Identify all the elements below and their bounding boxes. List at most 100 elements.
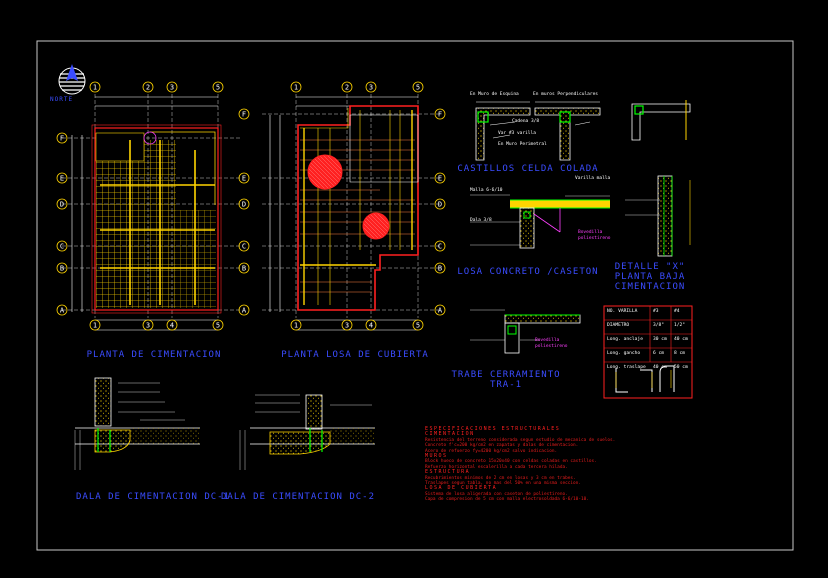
grid-bubble-p2-bottom-1-circle: [341, 319, 353, 331]
grid-bubble-p1-left-2-circle: [56, 198, 68, 210]
grid-bubble-p1-right-0-circle: [238, 108, 250, 120]
grid-bubble-p2-right-0-circle: [434, 108, 446, 120]
grid-bubble-p1-left-5: A: [60, 307, 65, 315]
grid-bubble-p1-bottom-1: 3: [146, 322, 150, 330]
grid-bubble-p1-left-5-circle: [56, 304, 68, 316]
spec-section-title-2: ESTRUCTURA: [425, 469, 471, 476]
detail-losa-caseton: [470, 194, 610, 249]
grid-bubble-p2-bottom-3-circle: [412, 319, 424, 331]
note-trabe-0: Bovedilla: [535, 338, 560, 343]
spec-line-1-1: Refuerzo horizontal escalerilla a cada t…: [425, 464, 568, 470]
table-cell-r0-c0: NO. VARILLA: [607, 309, 638, 314]
grid-bubble-p1-left-4: B: [60, 265, 64, 273]
grid-bubble-p1-top-1: 2: [146, 84, 150, 92]
title-plan-foundation: PLANTA DE CIMENTACION: [86, 350, 222, 360]
plan-roof-slab: [262, 94, 440, 331]
title-trabe-2: TRA-1: [489, 380, 523, 390]
note-losa-2: Varilla malla: [575, 176, 611, 181]
title-detail-x-2: PLANTA BAJA: [614, 272, 686, 282]
grid-bubble-p2-bottom-2: 4: [369, 322, 373, 330]
detail-x: [625, 175, 691, 257]
grid-bubble-p1-right-4: B: [242, 265, 246, 273]
note-losa-3: Dala 3/8: [470, 218, 492, 223]
grid-bubble-p1-top-0-circle: [89, 81, 101, 93]
grid-bubble-p2-top-2-circle: [365, 81, 377, 93]
spec-line-0-0: Resistencia del terreno considerada segu…: [425, 437, 616, 443]
grid-bubble-p1-top-2: 3: [170, 84, 174, 92]
grid-bubble-p1-top-2-circle: [166, 81, 178, 93]
spec-line-2-0: Recubrimientos minimos de 2 cm en losas …: [425, 475, 576, 481]
spec-line-0-2: Acero de refuerzo fy=4200 kg/cm2 salvo i…: [425, 448, 558, 454]
grid-bubble-p1-right-5-circle: [238, 304, 250, 316]
grid-bubble-p2-top-1: 2: [345, 84, 349, 92]
grid-bubble-p2-bottom-3: 5: [416, 322, 420, 330]
grid-bubble-p2-bottom-0-circle: [290, 319, 302, 331]
title-losa: LOSA CONCRETO /CASETON: [457, 267, 599, 277]
grid-bubble-p1-top-3: 5: [216, 84, 220, 92]
table-cell-r1-c2: 1/2": [674, 323, 686, 328]
title-castillos: CASTILLOS CELDA COLADA: [457, 164, 599, 174]
grid-bubble-p2-right-1-circle: [434, 172, 446, 184]
grid-bubble-p1-left-0: F: [60, 135, 64, 143]
note-castillo-4: En Muro Perimetral: [498, 142, 547, 147]
grid-bubble-p2-right-5-circle: [434, 304, 446, 316]
grid-bubble-p2-bottom-2-circle: [365, 319, 377, 331]
table-cell-r2-c2: 40 cm: [674, 337, 688, 342]
grid-bubble-p2-top-2: 3: [369, 84, 373, 92]
grid-bubble-p1-bottom-2-circle: [166, 319, 178, 331]
table-cell-r1-c0: DIAMETRO: [607, 323, 630, 328]
title-plan-roof: PLANTA LOSA DE CUBIERTA: [281, 350, 429, 360]
title-dala-dc2: DALA DE CIMENTACION DC-2: [220, 492, 376, 502]
grid-bubble-p1-top-1-circle: [142, 81, 154, 93]
note-trabe-1: poliestireno: [535, 344, 568, 349]
detail-dala-dc1: [74, 377, 200, 470]
grid-bubble-p1-left-4-circle: [56, 262, 68, 274]
grid-bubble-p1-right-1: E: [242, 175, 246, 183]
table-cell-r3-c2: 8 cm: [674, 351, 686, 356]
specs-heading: ESPECIFICACIONES ESTRUCTURALES: [425, 426, 561, 432]
table-cell-r0-c2: #4: [674, 309, 680, 314]
grid-bubble-p1-left-1: E: [60, 175, 64, 183]
grid-bubble-p2-right-4-circle: [434, 262, 446, 274]
grid-bubble-p2-top-0-circle: [290, 81, 302, 93]
title-detail-x-1: DETALLE "X": [614, 262, 686, 272]
grid-bubble-p2-bottom-0: 1: [294, 322, 298, 330]
grid-bubble-p2-right-1: E: [438, 175, 442, 183]
grid-bubble-p1-right-3-circle: [238, 240, 250, 252]
grid-bubble-p2-top-3-circle: [412, 81, 424, 93]
grid-bubble-p1-right-2-circle: [238, 198, 250, 210]
spec-section-title-3: LOSA DE CUBIERTA: [425, 485, 498, 492]
grid-bubble-p2-right-3: C: [438, 243, 442, 251]
grid-bubble-p1-bottom-1-circle: [142, 319, 154, 331]
note-castillo-0: En Muro de Esquina: [470, 92, 519, 97]
grid-bubble-p1-bottom-3-circle: [212, 319, 224, 331]
north-label: NORTE: [50, 96, 74, 103]
table-cell-r2-c0: Long. anclaje: [607, 337, 643, 342]
spec-line-2-1: Traslapes segun tabla, no mas del 50% en…: [425, 481, 581, 487]
north-arrow-icon: [58, 64, 86, 95]
structural-specs: ESPECIFICACIONES ESTRUCTURALES CIMENTACI…: [425, 426, 695, 503]
rebar-table: [603, 305, 693, 399]
table-cell-r0-c1: #3: [653, 309, 659, 314]
grid-bubble-p1-bottom-2: 4: [170, 322, 174, 330]
table-cell-r4-c1: 40 cm: [653, 365, 667, 370]
grid-bubble-p1-right-0: F: [242, 111, 246, 119]
grid-bubble-p1-top-3-circle: [212, 81, 224, 93]
title-trabe-1: TRABE CERRAMIENTO: [451, 370, 561, 380]
grid-bubble-p2-top-3: 5: [416, 84, 420, 92]
note-castillo-3: Var #3 varilla: [498, 131, 536, 136]
grid-bubble-p1-left-2: D: [60, 201, 64, 209]
grid-bubble-p1-left-0-circle: [56, 132, 68, 144]
table-cell-r3-c0: Long. gancho: [607, 351, 641, 356]
table-cell-r1-c1: 3/8": [653, 323, 665, 328]
table-cell-r3-c1: 6 cm: [653, 351, 665, 356]
spec-section-title-0: CIMENTACION: [425, 431, 475, 438]
grid-bubble-p2-right-0: F: [438, 111, 442, 119]
note-losa-0: Bovedilla: [578, 230, 603, 235]
grid-bubble-p1-bottom-3: 5: [216, 322, 220, 330]
detail-castillos: [475, 100, 691, 161]
grid-bubble-p1-bottom-0-circle: [89, 319, 101, 331]
grid-bubble-p2-right-5: A: [438, 307, 443, 315]
note-castillo-2: Cadena 3/8: [512, 119, 540, 124]
